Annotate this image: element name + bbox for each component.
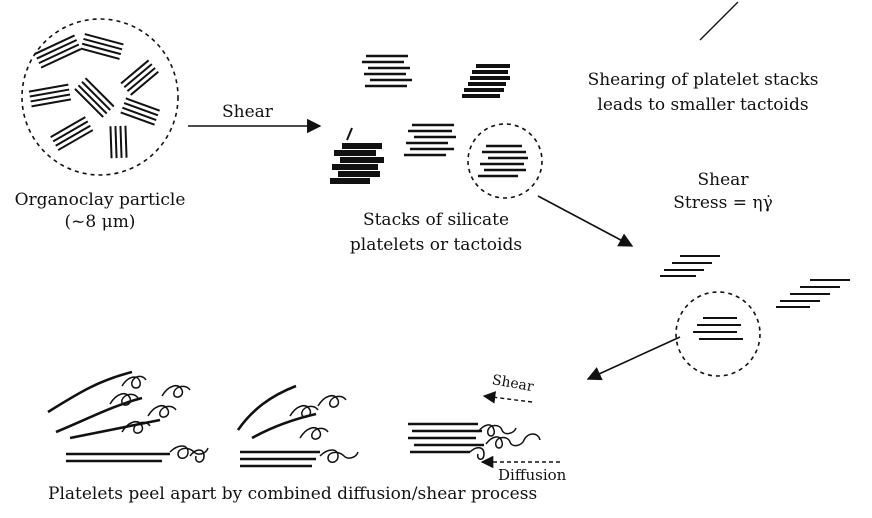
- shearing-label-line1: Shearing of platelet stacks: [582, 70, 824, 90]
- peeling-platelets-1: [48, 372, 208, 462]
- platelet-stack: [478, 146, 528, 176]
- particle-platelet-group: [121, 60, 158, 95]
- shear-stress-label-line2: Stress = ηγ̇: [656, 193, 790, 213]
- diffusion-label: Diffusion: [498, 466, 566, 484]
- tactoid-dashed-circle: [468, 124, 542, 198]
- shear-dashed-arrow: [484, 396, 532, 402]
- platelet-stacks: [330, 56, 528, 181]
- small-tactoid: [776, 280, 850, 307]
- peeling-platelets-3: [408, 424, 540, 459]
- particle-platelet-group: [110, 126, 126, 159]
- peeling-arrow: [588, 337, 680, 379]
- platelet-stack: [330, 146, 384, 181]
- particle-platelet-group: [35, 35, 81, 67]
- organoclay-particle-label: Organoclay particle: [14, 190, 186, 210]
- particle-platelet-group: [75, 78, 114, 117]
- particle-platelet-group: [51, 117, 93, 150]
- stacks-label-line2: platelets or tactoids: [336, 235, 536, 255]
- small-tactoid-dashed-circle: [676, 292, 760, 376]
- smaller-tactoids: [660, 256, 850, 339]
- small-tactoid: [693, 318, 743, 339]
- particle-size-label: (~8 μm): [14, 212, 186, 232]
- particle-platelet-group: [29, 85, 71, 107]
- stray-line: [700, 2, 738, 40]
- peeling-platelets-2: [238, 386, 358, 466]
- organoclay-particle-drawing: [22, 19, 178, 175]
- stacks-label-line1: Stacks of silicate: [336, 210, 536, 230]
- shear-arrow-label: Shear: [222, 102, 273, 122]
- platelet-stack: [404, 125, 456, 155]
- shear-stress-arrow: [538, 196, 632, 246]
- shearing-label-line2: leads to smaller tactoids: [582, 95, 824, 115]
- platelet-stack: [462, 66, 510, 96]
- platelet-stack: [362, 56, 412, 86]
- small-tactoid: [660, 256, 720, 276]
- caption: Platelets peel apart by combined diffusi…: [48, 484, 537, 504]
- shear-stress-label-line1: Shear: [668, 170, 778, 190]
- particle-platelet-group: [121, 98, 160, 124]
- particle-platelet-group: [81, 34, 124, 59]
- platelet-fragment: [347, 128, 352, 140]
